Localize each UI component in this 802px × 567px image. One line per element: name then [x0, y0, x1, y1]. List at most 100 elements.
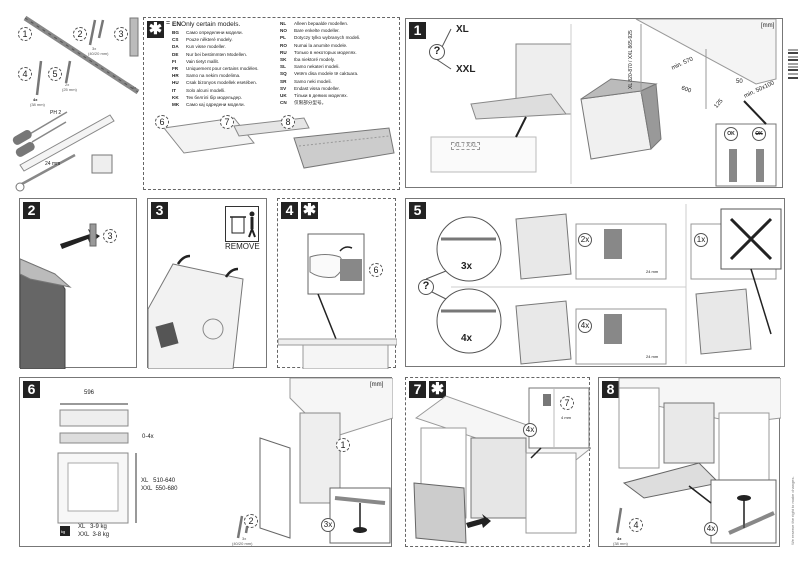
language-code: SV [280, 85, 287, 91]
count-3x: 3x [321, 518, 335, 532]
language-text: Samo na nekim modelima. [186, 73, 241, 79]
language-code: NO [280, 28, 287, 34]
language-code: EN [172, 21, 182, 28]
callout-part-7: 7 [560, 396, 574, 410]
screw [88, 19, 97, 46]
unit-label: [mm] [370, 382, 384, 388]
language-code: SK [280, 57, 287, 63]
language-text: Тек белгілі бір модельдер. [186, 94, 243, 100]
wrench-label: 24 mm [45, 161, 61, 167]
language-code: DA [172, 44, 179, 50]
equals-sign: = [166, 20, 171, 27]
spirit-level [19, 114, 115, 172]
niche-dimensions-illustration [430, 19, 777, 187]
language-text: Solo alcuni modelli. [186, 87, 226, 93]
callout-part-4: 4 [18, 67, 32, 81]
step-number: 4 [281, 202, 298, 219]
question-icon: ? [418, 279, 434, 295]
height-xl: XL 510-640 [141, 478, 176, 484]
not-ok-icon: OK [752, 127, 766, 141]
count-4x: 4x [461, 333, 473, 344]
gap-4mm: 4 mm [561, 415, 571, 420]
language-text: Vetëm disa modele të caktuara. [294, 71, 359, 77]
screw-size: (40/20 mm) [232, 541, 253, 546]
strips-count: 0-4x [142, 434, 154, 440]
language-code: CS [172, 37, 179, 43]
wrench [19, 153, 76, 187]
part2-size: (40/20 mm) [88, 51, 109, 56]
language-code: MK [172, 102, 180, 108]
language-code: FI [172, 58, 177, 64]
count-3x: 3x [461, 261, 473, 272]
screwdriver-label: PH 2 [50, 110, 62, 116]
arrow-icon [466, 514, 491, 528]
remove-label: REMOVE [225, 242, 260, 251]
height-xxl: XXL 550-680 [141, 486, 178, 492]
step-number: 3 [151, 202, 168, 219]
screw-qty: 3x [242, 536, 247, 541]
language-text: Endast vissa modeller. [294, 85, 340, 91]
language-code: HR [172, 73, 179, 79]
part4-size: (38 mm) [30, 102, 45, 107]
language-code: SQ [280, 71, 287, 77]
language-text: 仅限部分型号。 [294, 100, 327, 106]
language-row: ENOnly certain models. [172, 20, 259, 29]
count-4x: 4x [523, 423, 537, 437]
language-text: Pouze některé modely. [186, 37, 233, 43]
language-code: BG [172, 30, 179, 35]
callout-part-1: 1 [18, 27, 32, 41]
language-text: Kun visse modeller. [186, 44, 226, 50]
step-6-panel: 6 [mm] 596 0-4x XL 510-640 XXL 550-680 X… [19, 377, 393, 547]
language-text: Uniquement pour certains modèles. [186, 66, 259, 72]
language-code: RO [280, 42, 287, 48]
screwdriver [12, 111, 68, 157]
language-row: DE Nur bei bestimmten Modellen. [172, 51, 259, 58]
asterisk-icon: ✱ [429, 381, 446, 398]
step-number: 1 [409, 22, 426, 39]
language-text: Nur bei bestimmten Modellen. [186, 51, 248, 57]
language-text: Alleen bepaalde modellen. [294, 21, 349, 26]
size-xl: XL [456, 24, 469, 35]
step-2-panel: 2 3 [19, 198, 137, 369]
step-1-panel: 1 ? XL XXL XL / XXL [mm] XL 820-870 / XX… [405, 18, 783, 188]
model-label-box: XL / XXL [451, 142, 481, 150]
language-code: SR [280, 78, 287, 84]
step-number: 6 [23, 381, 40, 398]
language-row: HR Samo na nekim modelima. [172, 72, 259, 79]
screw-qty: 4x [617, 536, 622, 541]
language-text: Numai la anumite modele. [294, 42, 348, 48]
step-number: 8 [602, 381, 619, 398]
part4-qty: 4x [33, 97, 38, 102]
footer-note: We reserve the right to make changes. [790, 476, 795, 545]
turn-2x: 2x [578, 233, 592, 247]
language-code: HU [172, 80, 179, 86]
question-icon: ? [429, 44, 445, 60]
language-code: FR [172, 66, 179, 72]
unit-label: [mm] [761, 23, 775, 29]
step-3-panel: 3 REMOVE [147, 198, 267, 369]
callout-part-8: 8 [281, 115, 295, 129]
count-4x: 4x [704, 522, 718, 536]
size-xxl: XXL [456, 64, 476, 75]
turn-4x: 4x [578, 319, 592, 333]
dim-height: XL 820-870 / XXL 865-925 [628, 30, 634, 89]
language-code: DE [172, 51, 179, 57]
width-596: 596 [84, 390, 95, 396]
trash-bin-icon [225, 206, 259, 242]
language-code: KK [172, 94, 179, 100]
language-row: FR Uniquement pour certains modèles. [172, 65, 259, 72]
height-adjustment-illustration [425, 204, 782, 365]
remove-protection-illustration [148, 254, 244, 369]
part5-qty: 2x [65, 82, 70, 87]
